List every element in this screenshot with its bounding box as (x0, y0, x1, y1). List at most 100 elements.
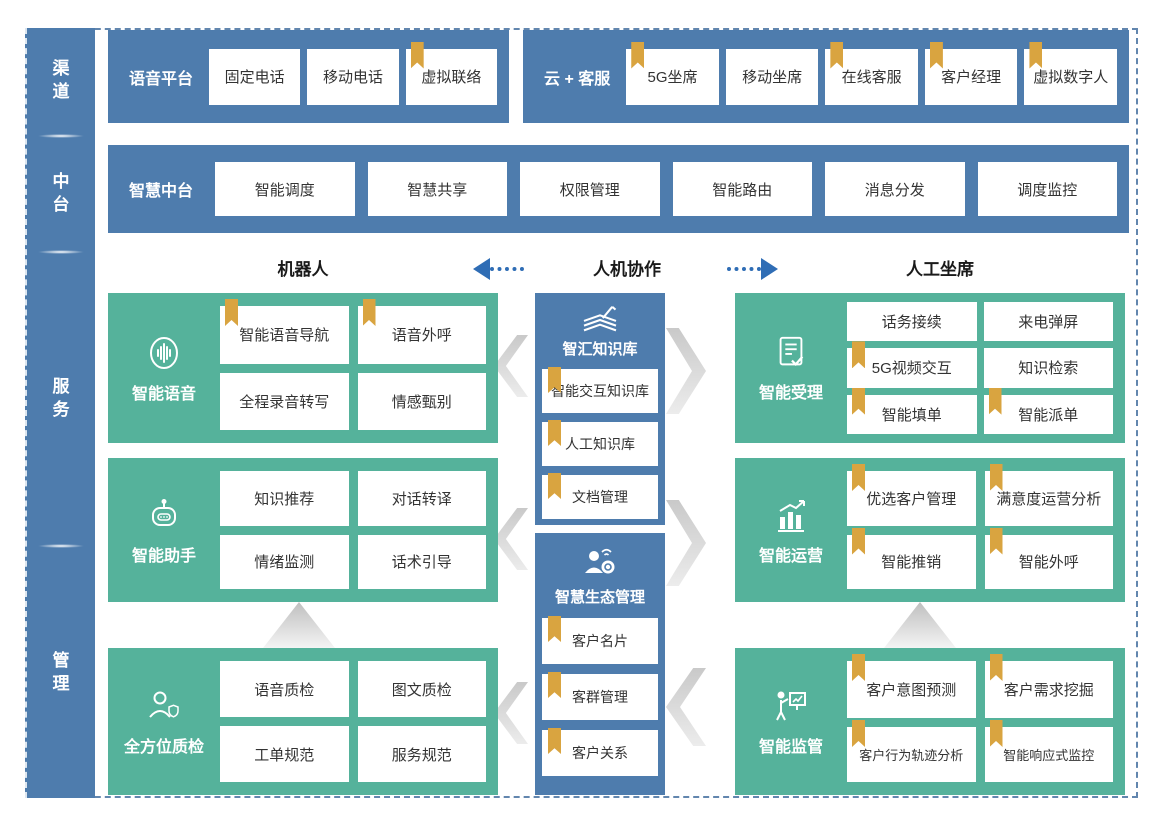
layer-midplatform-label: 中台 (52, 172, 70, 214)
bookmark-icon (362, 299, 376, 326)
node-label: 情绪监测 (254, 554, 315, 572)
node-label: 移动电话 (323, 69, 384, 86)
bookmark-icon (548, 616, 561, 642)
node-smart-form-fill: 智能填单 (847, 387, 977, 434)
bookmark-icon (631, 41, 645, 69)
node-smart-dispatch: 智能调度 (215, 162, 355, 216)
layer-management-label: 管理 (52, 651, 70, 693)
node-ticket-standard: 工单规范 (220, 726, 349, 782)
node-label: 5G视频交互 (871, 360, 952, 378)
smart-supervision-block: 智能监管 客户意图预测 客户需求挖掘 客户行为轨迹分析 智能响应式监控 (735, 648, 1125, 795)
node-label: 客户意图预测 (866, 682, 957, 699)
bookmark-icon (989, 654, 1003, 681)
node-label: 知识检索 (1018, 360, 1079, 378)
node-incoming-popup: 来电弹屏 (983, 302, 1113, 342)
node-label: 智能外呼 (1018, 554, 1079, 572)
arrowhead-right (761, 258, 778, 280)
node-smart-ticket-dispatch: 智能派单 (983, 387, 1113, 434)
node-label: 固定电话 (224, 69, 285, 86)
node-label: 客户需求挖掘 (1003, 682, 1094, 699)
growth-chart-icon (778, 499, 805, 532)
node-smart-routing: 智能路由 (672, 162, 813, 216)
bookmark-icon (548, 473, 561, 499)
node-label: 智能填单 (881, 406, 942, 424)
smart-acceptance-block: 智能受理 话务接续 来电弹屏 5G视频交互 知识检索 智能填单 智能派单 (735, 293, 1125, 443)
voice-platform-label: 语音平台 (129, 70, 194, 88)
smart-assistant-header: 智能助手 (108, 458, 220, 602)
node-label: 客户行为轨迹分析 (859, 748, 964, 763)
node-knowledge-recommend: 知识推荐 (220, 471, 349, 526)
node-document-mgmt: 文档管理 (542, 473, 658, 519)
smart-operation-block: 智能运营 优选客户管理 满意度运营分析 智能推销 智能外呼 (735, 458, 1125, 602)
node-label: 5G坐席 (647, 69, 698, 86)
smart-assistant-items: 知识推荐 对话转译 情绪监测 话术引导 (220, 458, 498, 602)
block-title: 智能受理 (758, 384, 823, 402)
bookmark-icon (989, 720, 1003, 747)
node-label: 话务接续 (881, 314, 942, 332)
bookmark-icon (548, 728, 561, 754)
bookmark-icon (548, 672, 561, 698)
node-label: 权限管理 (559, 181, 620, 199)
smart-operation-header: 智能运营 (735, 458, 847, 602)
layer-channel: 渠道 (27, 28, 95, 134)
node-label: 智能调度 (254, 181, 315, 199)
node-label: 智慧共享 (407, 181, 468, 199)
node-label: 虚拟数字人 (1033, 69, 1109, 86)
node-virtual-contact: 虚拟联络 (405, 41, 497, 105)
node-fixed-phone: 固定电话 (209, 48, 301, 105)
node-voice-qc: 语音质检 (220, 661, 349, 717)
node-label: 智能路由 (712, 181, 773, 199)
node-image-text-qc: 图文质检 (357, 661, 486, 717)
node-responsive-monitoring: 智能响应式监控 (984, 720, 1113, 782)
node-label: 满意度运营分析 (996, 490, 1102, 508)
node-label: 语音外呼 (391, 327, 452, 345)
node-smart-outbound-call: 智能外呼 (984, 527, 1113, 589)
block-title: 智能语音 (131, 385, 196, 403)
node-emotion-monitor: 情绪监测 (220, 534, 349, 589)
node-label: 智能交互知识库 (551, 383, 649, 399)
block-title: 智慧生态管理 (554, 589, 645, 606)
node-5g-video-interaction: 5G视频交互 (847, 341, 977, 388)
node-label: 智能语音导航 (239, 327, 330, 345)
arrowhead-left (473, 258, 490, 280)
knowledge-base-header: 智汇知识库 (542, 301, 658, 360)
bookmark-icon (1029, 41, 1043, 69)
node-label: 优选客户管理 (866, 490, 957, 508)
node-virtual-human: 虚拟数字人 (1024, 41, 1117, 105)
bookmark-icon (548, 367, 561, 393)
node-service-standard: 服务规范 (357, 726, 486, 782)
layer-midplatform: 中台 (27, 138, 95, 250)
node-label: 虚拟联络 (421, 69, 482, 86)
bookmark-icon (852, 654, 865, 681)
smart-voice-block: 智能语音 智能语音导航 语音外呼 全程录音转写 情感甄别 (108, 293, 498, 443)
quality-inspection-items: 语音质检 图文质检 工单规范 服务规范 (220, 648, 498, 795)
knowledge-book-icon (583, 306, 617, 332)
node-emotion-screening: 情感甄别 (357, 372, 486, 430)
node-intent-prediction: 客户意图预测 (847, 654, 976, 718)
node-label: 文档管理 (572, 489, 628, 505)
robot-icon (152, 498, 176, 526)
node-label: 客户名片 (572, 633, 628, 649)
node-label: 调度监控 (1017, 181, 1078, 199)
node-account-manager: 客户经理 (924, 41, 1018, 105)
node-label: 全程录音转写 (239, 393, 330, 411)
bookmark-icon (548, 420, 561, 446)
smart-voice-items: 智能语音导航 语音外呼 全程录音转写 情感甄别 (220, 293, 498, 443)
smart-acceptance-header: 智能受理 (735, 293, 847, 443)
bookmark-icon (225, 299, 238, 326)
node-smart-sharing: 智慧共享 (367, 162, 508, 216)
bookmark-icon (852, 464, 865, 491)
node-satisfaction-analysis: 满意度运营分析 (984, 464, 1113, 526)
node-label: 客群管理 (572, 689, 628, 705)
smart-acceptance-items: 话务接续 来电弹屏 5G视频交互 知识检索 智能填单 智能派单 (847, 293, 1125, 443)
collab-section-title: 人机协作 (593, 259, 661, 279)
node-voice-navigation: 智能语音导航 (220, 299, 349, 364)
cloud-service-label: 云 + 客服 (544, 70, 611, 88)
node-message-distribution: 消息分发 (825, 162, 965, 216)
mid-platform-label: 智慧中台 (129, 183, 194, 200)
smart-operation-items: 优选客户管理 满意度运营分析 智能推销 智能外呼 (847, 458, 1125, 602)
left-arrow-icon (473, 258, 524, 280)
knowledge-base-block: 智汇知识库 智能交互知识库 人工知识库 文档管理 (535, 293, 665, 525)
bookmark-icon (852, 527, 865, 555)
